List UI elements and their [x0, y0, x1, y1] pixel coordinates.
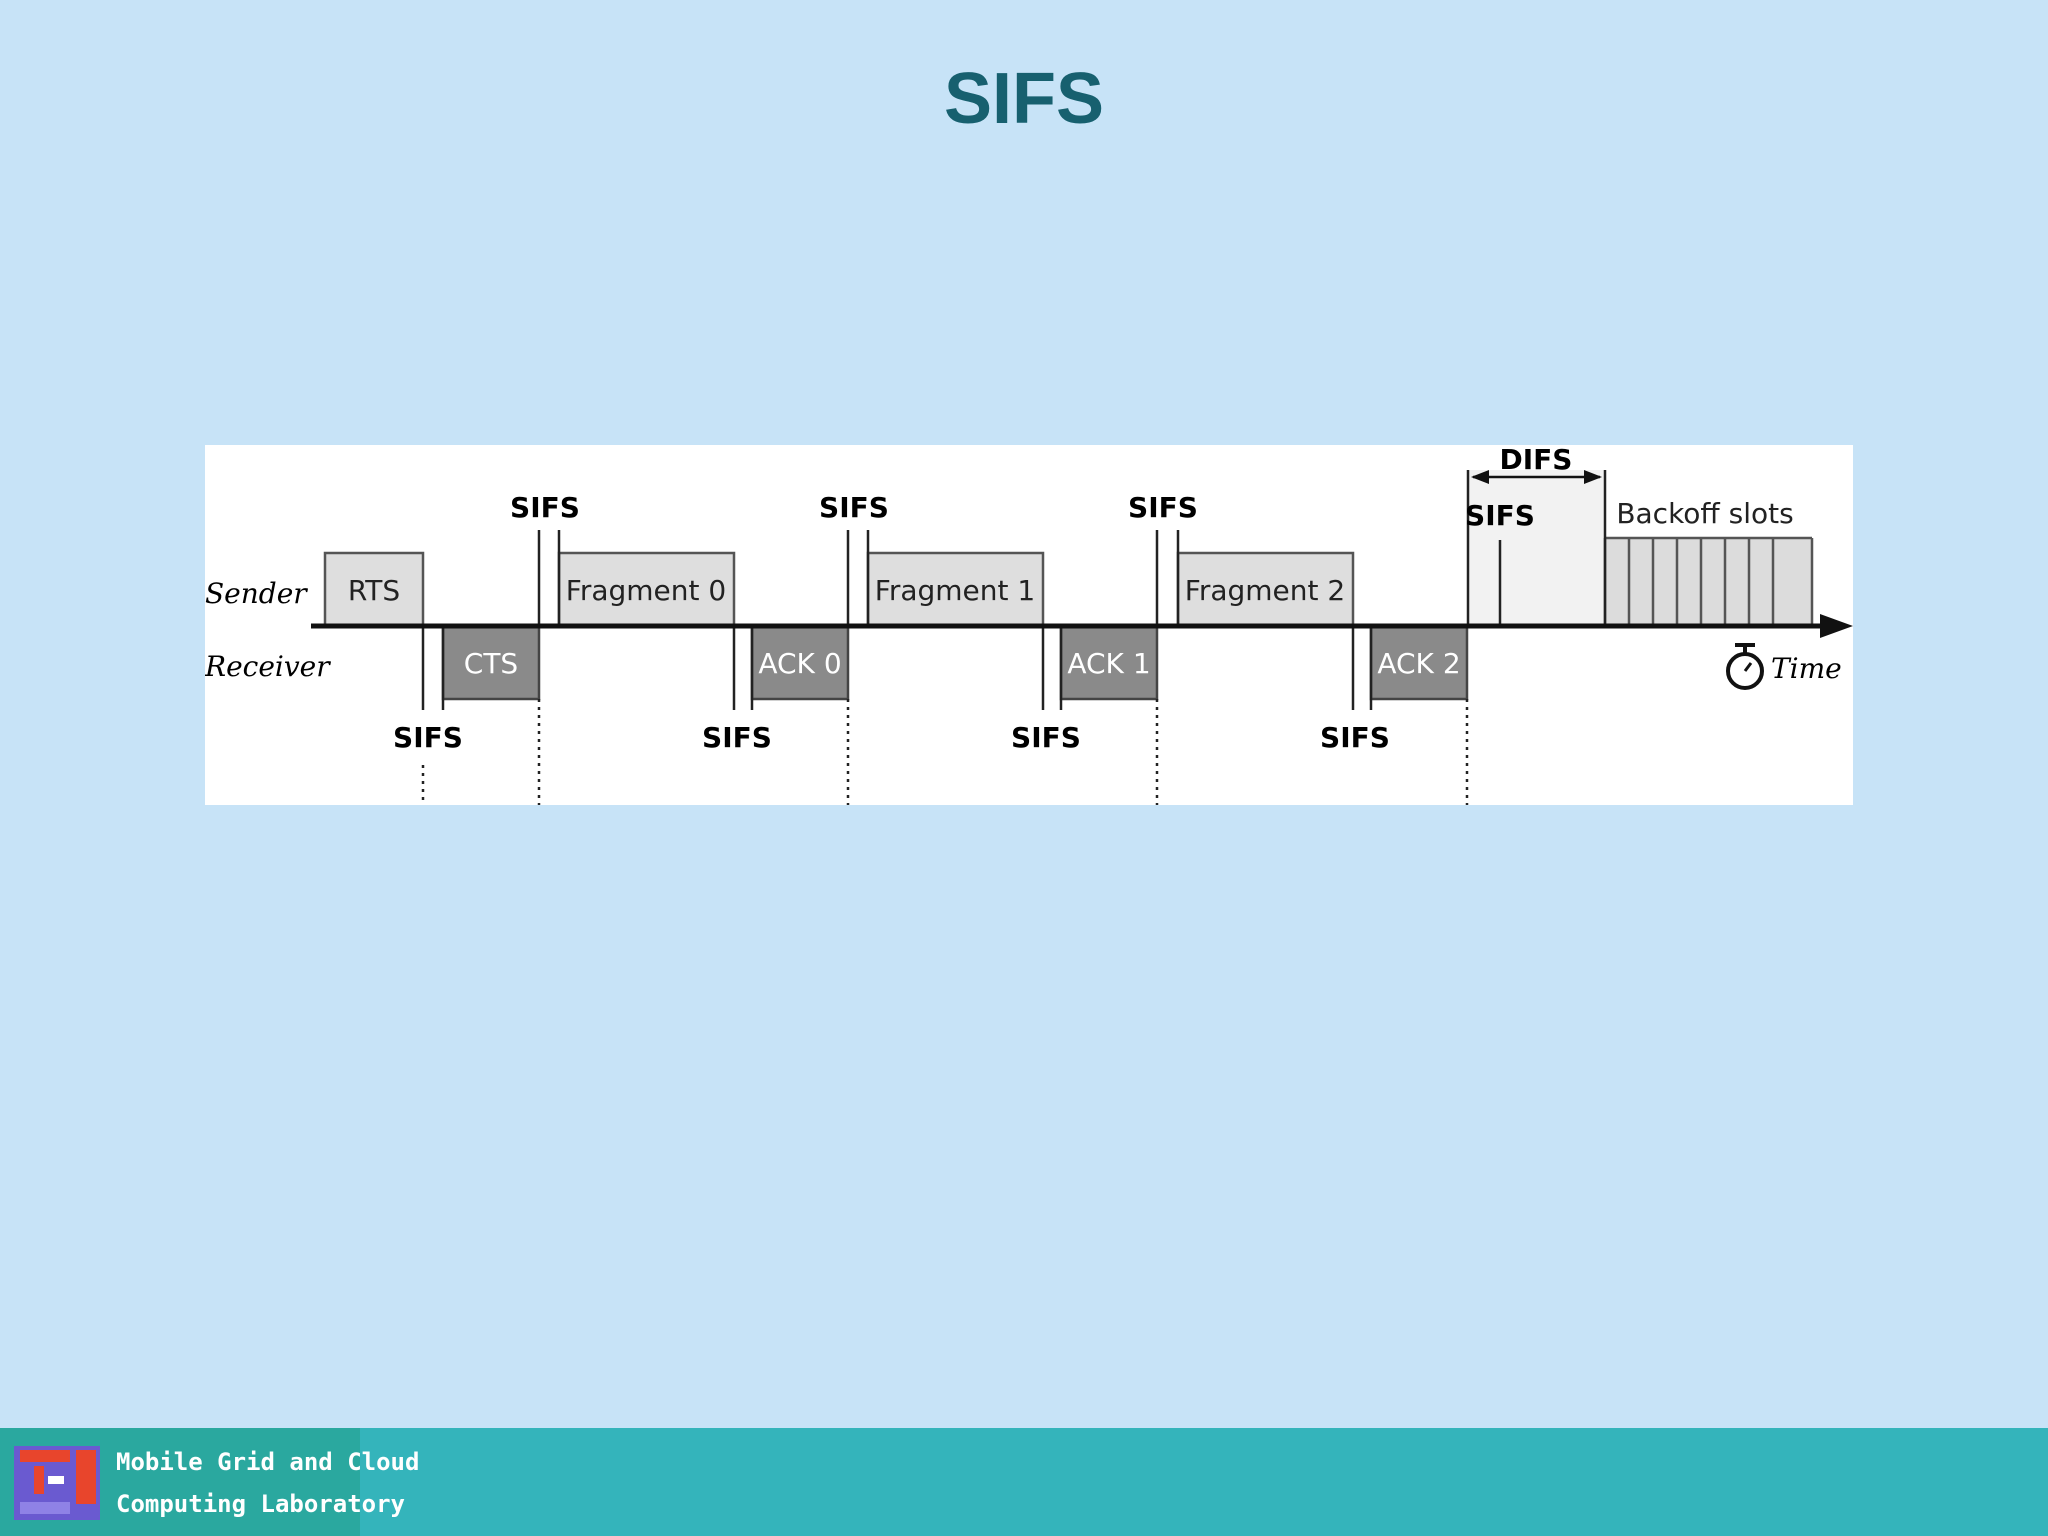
difs-backoff-region — [1468, 470, 1814, 625]
sender-label: Sender — [205, 577, 308, 610]
lab-name-line1: Mobile Grid and Cloud — [116, 1448, 420, 1476]
frame-label: ACK 1 — [1067, 647, 1150, 680]
frame-label: Fragment 0 — [566, 574, 726, 607]
receiver-frame-cts: CTS — [441, 625, 541, 701]
sifs-timing-diagram: Sender Receiver RTS Fragment 0 Fragment … — [205, 445, 1853, 805]
sifs-label: SIFS — [1011, 721, 1081, 754]
frame-label: CTS — [464, 647, 518, 680]
sifs-label: SIFS — [702, 721, 772, 754]
frame-label: Fragment 2 — [1185, 574, 1345, 607]
time-label: Time — [1771, 652, 1842, 685]
sender-frame-fragment-0: Fragment 0 — [557, 551, 736, 627]
sender-frame-fragment-1: Fragment 1 — [866, 551, 1045, 627]
sifs-label: SIFS — [510, 491, 580, 524]
receiver-frame-ack-1: ACK 1 — [1059, 625, 1159, 701]
lab-name-line2: Computing Laboratory — [116, 1490, 405, 1518]
frame-label: Fragment 1 — [875, 574, 1035, 607]
frame-label: RTS — [348, 574, 400, 607]
sender-frame-rts: RTS — [323, 551, 425, 627]
lab-branding: Mobile Grid and Cloud Computing Laborato… — [0, 1428, 419, 1536]
difs-label: DIFS — [1500, 445, 1573, 476]
frame-label: ACK 0 — [758, 647, 841, 680]
receiver-frame-ack-0: ACK 0 — [750, 625, 850, 701]
sifs-label: SIFS — [1465, 499, 1535, 532]
difs-arrow: DIFS — [1471, 445, 1602, 484]
footer-bar: Mobile Grid and Cloud Computing Laborato… — [0, 1428, 2048, 1536]
receiver-label: Receiver — [205, 650, 331, 683]
sifs-label: SIFS — [819, 491, 889, 524]
stopwatch-icon — [1726, 643, 1764, 690]
frame-label: ACK 2 — [1377, 647, 1460, 680]
slide-title: SIFS — [943, 59, 1105, 139]
sifs-markers — [421, 470, 1607, 710]
sifs-label: SIFS — [393, 721, 463, 754]
sifs-label: SIFS — [1320, 721, 1390, 754]
sifs-label: SIFS — [1128, 491, 1198, 524]
dotted-guides — [421, 699, 1469, 805]
sender-frame-fragment-2: Fragment 2 — [1176, 551, 1355, 627]
backoff-slots-label: Backoff slots — [1616, 497, 1793, 530]
lab-logo-icon — [14, 1446, 100, 1520]
time-axis — [311, 614, 1853, 638]
receiver-frame-ack-2: ACK 2 — [1369, 625, 1469, 701]
